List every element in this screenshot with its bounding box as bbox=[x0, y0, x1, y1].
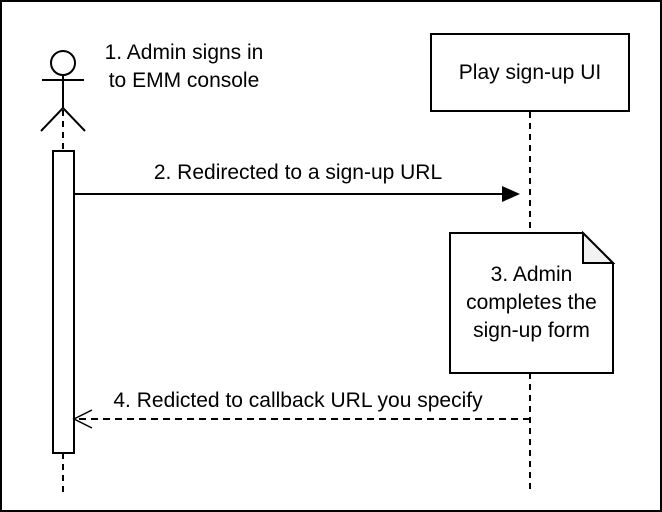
actor-icon bbox=[40, 50, 86, 132]
note-label-line2: completes the bbox=[466, 291, 597, 314]
redirect-message-label: 2. Redirected to a sign-up URL bbox=[153, 161, 443, 184]
actor-label-line1: 1. Admin signs in bbox=[104, 41, 264, 64]
activation-bar bbox=[52, 150, 75, 454]
note-label-line1: 3. Admin bbox=[490, 263, 573, 286]
note-label-line3: sign-up form bbox=[473, 319, 590, 342]
callback-message-label: 4. Redicted to callback URL you specify bbox=[113, 389, 483, 412]
open-arrowhead-icon bbox=[72, 409, 93, 429]
actor-label: 1. Admin signs in to EMM console bbox=[84, 39, 284, 95]
filled-arrowhead-icon bbox=[502, 186, 520, 202]
actor-label-line2: to EMM console bbox=[108, 69, 260, 92]
callback-message-arrow bbox=[72, 409, 530, 429]
note-label: 3. Admin completes the sign-up form bbox=[450, 233, 613, 373]
redirect-message-arrow bbox=[74, 186, 520, 202]
note-fold-corner bbox=[582, 230, 616, 264]
participant-box: Play sign-up UI bbox=[430, 33, 630, 112]
participant-label: Play sign-up UI bbox=[458, 60, 602, 84]
note-shape bbox=[449, 230, 616, 374]
